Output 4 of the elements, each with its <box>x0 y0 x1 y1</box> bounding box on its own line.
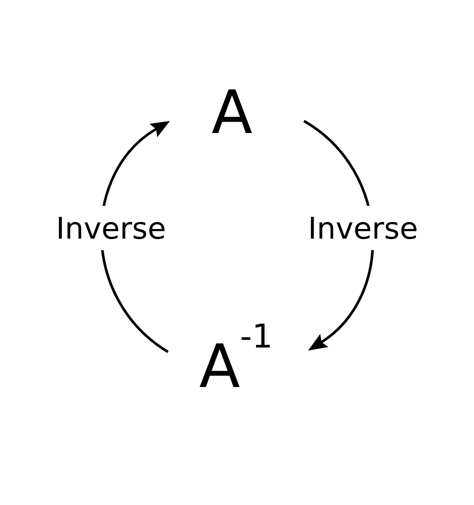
edge-label: Inverse <box>54 206 168 250</box>
edge-label: Inverse <box>306 206 420 250</box>
symbol-label: A <box>212 89 252 133</box>
symbol-label: A-1 <box>200 324 270 387</box>
